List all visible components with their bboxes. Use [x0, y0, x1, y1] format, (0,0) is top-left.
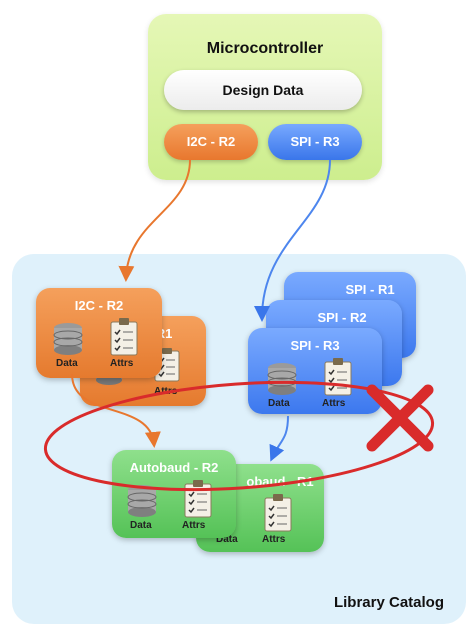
database-icon	[267, 363, 297, 395]
data-label: Data	[56, 358, 78, 369]
spi-to-autobaud-arrow	[269, 415, 289, 462]
reject-x-icon	[366, 384, 434, 452]
attrs-label: Attrs	[322, 398, 346, 409]
attrs-label: Attrs	[110, 358, 134, 369]
clipboard-icon	[184, 480, 212, 518]
spi-r3-card: SPI - R3 Data Attrs	[248, 328, 382, 414]
autobaud-r2-card: Autobaud - R2 Data Attrs	[112, 450, 236, 538]
spi-r2-title: SPI - R2	[317, 310, 367, 325]
microcontroller-box: Microcontroller Design Data I2C - R2 SPI…	[148, 14, 382, 180]
i2c-r2-title: I2C - R2	[74, 298, 124, 313]
highlight-ellipse	[43, 380, 435, 492]
clipboard-icon	[264, 494, 292, 532]
clipboard-icon	[110, 318, 138, 356]
mc-i2c-pill: I2C - R2	[164, 124, 258, 160]
i2c-r2-card: I2C - R2 Data Attrs	[36, 288, 162, 378]
spi-arrow	[254, 159, 331, 322]
attrs-label: Attrs	[182, 520, 206, 531]
library-catalog-label: Library Catalog	[333, 594, 444, 611]
spi-r3-title: SPI - R3	[290, 338, 340, 353]
i2c-to-autobaud-arrow	[71, 373, 161, 448]
data-label: Data	[268, 398, 290, 409]
i2c-arrow	[118, 159, 191, 282]
autobaud-r2-title: Autobaud - R2	[129, 460, 219, 475]
mc-spi-pill: SPI - R3	[268, 124, 362, 160]
design-data-pill: Design Data	[164, 70, 362, 110]
data-label: Data	[216, 534, 238, 545]
spi-r1-title: SPI - R1	[345, 282, 395, 297]
attrs-label: Attrs	[262, 534, 286, 545]
database-icon	[53, 323, 83, 355]
data-label: Data	[130, 520, 152, 531]
microcontroller-title: Microcontroller	[206, 40, 324, 57]
